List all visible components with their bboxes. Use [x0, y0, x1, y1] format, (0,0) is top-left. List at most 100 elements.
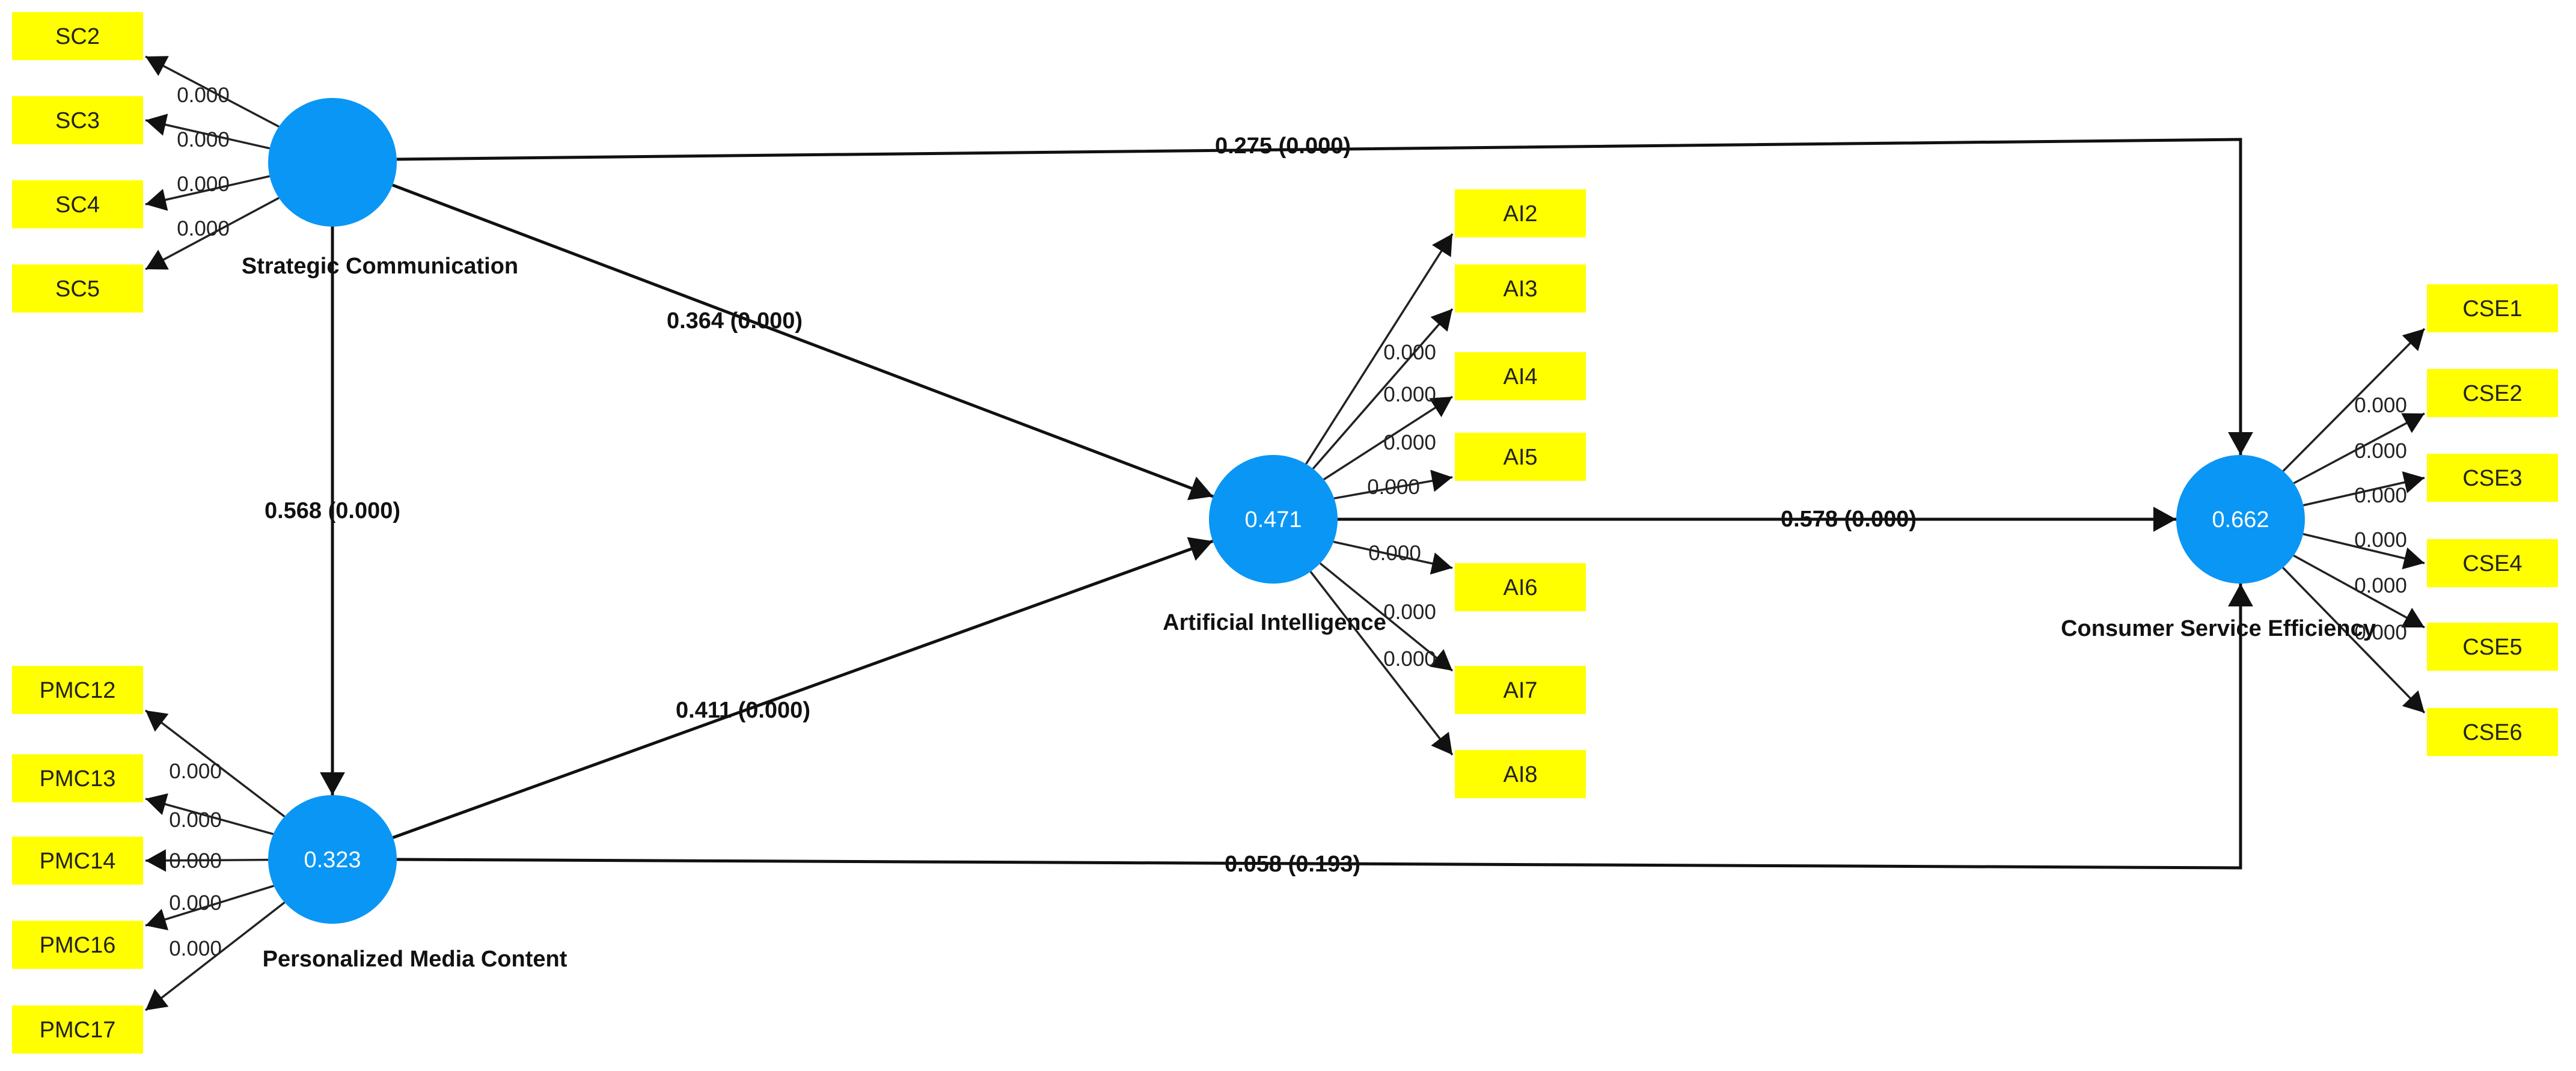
indicator-label-sc3: SC3 [55, 108, 100, 133]
latent-name-cse: Consumer Service Efficiency [2061, 616, 2376, 641]
cse-loading-value-3: 0.000 [2354, 528, 2407, 552]
sc-loading-arrowhead-3 [145, 249, 169, 270]
latent-node-ai[interactable] [1209, 455, 1338, 584]
ai-loading-arrowhead-0 [1431, 234, 1452, 257]
indicator-label-cse2: CSE2 [2462, 381, 2522, 406]
ai-loading-value-1: 0.000 [1383, 383, 1436, 406]
indicator-box-cse5[interactable] [2427, 623, 2558, 671]
indicator-box-ai7[interactable] [1455, 666, 1586, 714]
indicator-box-pmc13[interactable] [12, 754, 143, 802]
path-ai-cse-arrowhead [2153, 507, 2176, 532]
path-sc-cse-arrowhead [2228, 432, 2253, 455]
pmc-loading-arrowhead-2 [145, 849, 167, 872]
ai-loading-arrowhead-3 [1430, 469, 1452, 492]
indicator-label-sc5: SC5 [55, 276, 100, 302]
indicator-label-pmc14: PMC14 [40, 849, 116, 874]
indicator-label-ai6: AI6 [1503, 575, 1537, 600]
ai-loading-line-6 [1309, 571, 1454, 756]
indicator-box-ai8[interactable] [1455, 750, 1586, 798]
sc-loading-line-0 [145, 55, 280, 128]
cse-loading-arrowhead-2 [2402, 471, 2425, 493]
cse-loading-arrowhead-3 [2402, 547, 2425, 570]
pmc-loading-value-3: 0.000 [169, 891, 222, 915]
cse-loading-line-3 [2302, 532, 2425, 564]
ai-loading-arrowhead-2 [1429, 397, 1452, 418]
ai-loading-arrowhead-5 [1429, 649, 1452, 671]
latent-name-ai: Artificial Intelligence [1163, 610, 1386, 635]
sc-loading-value-1: 0.000 [177, 128, 230, 151]
indicator-box-ai3[interactable] [1455, 264, 1586, 313]
latent-r2-cse: 0.662 [2212, 507, 2269, 532]
indicator-box-sc4[interactable] [12, 180, 143, 228]
indicator-box-sc3[interactable] [12, 96, 143, 144]
ai-loading-line-1 [1312, 308, 1454, 470]
indicator-label-cse6: CSE6 [2462, 720, 2522, 745]
pmc-loading-line-1 [145, 798, 274, 835]
indicator-label-ai7: AI7 [1503, 678, 1537, 703]
indicator-label-ai4: AI4 [1503, 364, 1537, 389]
cse-loading-value-1: 0.000 [2354, 439, 2407, 463]
cse-loading-arrowhead-1 [2401, 413, 2425, 433]
ai-loading-value-3: 0.000 [1367, 475, 1420, 499]
cse-loading-arrowhead-0 [2402, 329, 2425, 352]
pmc-loading-arrowhead-3 [145, 909, 169, 930]
cse-loading-line-1 [2293, 412, 2425, 484]
indicator-box-pmc12[interactable] [12, 666, 143, 714]
latent-name-pmc: Personalized Media Content [263, 947, 568, 972]
sc-loading-arrowhead-2 [145, 189, 168, 211]
pmc-loading-value-1: 0.000 [169, 808, 222, 832]
indicator-box-pmc14[interactable] [12, 837, 143, 885]
indicator-label-cse1: CSE1 [2462, 296, 2522, 322]
indicator-label-ai2: AI2 [1503, 201, 1537, 227]
sc-loading-value-2: 0.000 [177, 172, 230, 196]
indicator-box-ai4[interactable] [1455, 352, 1586, 400]
path-ai-cse-coefficient: 0.578 (0.000) [1781, 507, 1917, 532]
latent-node-cse[interactable] [2176, 455, 2305, 584]
ai-loading-arrowhead-6 [1431, 731, 1452, 755]
indicator-box-sc5[interactable] [12, 264, 143, 313]
indicator-box-ai5[interactable] [1455, 433, 1586, 481]
cse-loading-line-0 [2282, 328, 2426, 472]
path-sc-cse-line [396, 138, 2242, 455]
indicator-box-cse6[interactable] [2427, 708, 2558, 756]
indicator-label-cse5: CSE5 [2462, 635, 2522, 660]
latent-node-pmc[interactable] [268, 795, 397, 924]
indicator-box-cse2[interactable] [2427, 369, 2558, 417]
path-sc-pmc-arrowhead [320, 772, 345, 795]
indicator-box-cse3[interactable] [2427, 454, 2558, 502]
indicator-box-sc2[interactable] [12, 12, 143, 60]
indicator-label-sc4: SC4 [55, 192, 100, 218]
latent-node-sc[interactable] [268, 98, 397, 227]
indicator-box-pmc17[interactable] [12, 1005, 143, 1054]
indicator-label-pmc12: PMC12 [40, 678, 116, 703]
path-sc-ai-coefficient: 0.364 (0.000) [667, 308, 803, 334]
sc-loading-arrowhead-1 [145, 114, 168, 136]
indicator-box-ai6[interactable] [1455, 563, 1586, 611]
path-pmc-ai-line [392, 540, 1214, 839]
indicator-label-ai5: AI5 [1503, 445, 1537, 470]
path-pmc-cse-arrowhead [2228, 584, 2253, 606]
pmc-loading-line-4 [144, 902, 286, 1012]
indicator-label-pmc17: PMC17 [40, 1018, 116, 1043]
indicator-box-cse1[interactable] [2427, 284, 2558, 332]
pmc-loading-arrowhead-0 [145, 710, 169, 732]
ai-loading-value-0: 0.000 [1383, 341, 1436, 364]
ai-loading-line-0 [1305, 233, 1454, 465]
path-sc-cse-coefficient: 0.275 (0.000) [1215, 133, 1351, 159]
indicator-box-cse4[interactable] [2427, 539, 2558, 587]
indicator-label-pmc13: PMC13 [40, 766, 116, 792]
sc-loading-line-3 [145, 197, 280, 270]
path-pmc-cse-line [396, 584, 2242, 870]
cse-loading-line-4 [2293, 554, 2425, 629]
indicator-box-ai2[interactable] [1455, 189, 1586, 237]
path-pmc-cse-coefficient: 0.058 (0.193) [1225, 852, 1360, 877]
latent-r2-pmc: 0.323 [304, 847, 361, 873]
pmc-loading-arrowhead-4 [145, 989, 169, 1010]
pmc-loading-line-2 [145, 858, 269, 862]
cse-loading-value-4: 0.000 [2354, 574, 2407, 597]
cse-loading-value-5: 0.000 [2354, 621, 2407, 644]
cse-loading-value-0: 0.000 [2354, 394, 2407, 417]
indicator-box-pmc16[interactable] [12, 921, 143, 969]
pmc-loading-value-2: 0.000 [169, 849, 222, 873]
